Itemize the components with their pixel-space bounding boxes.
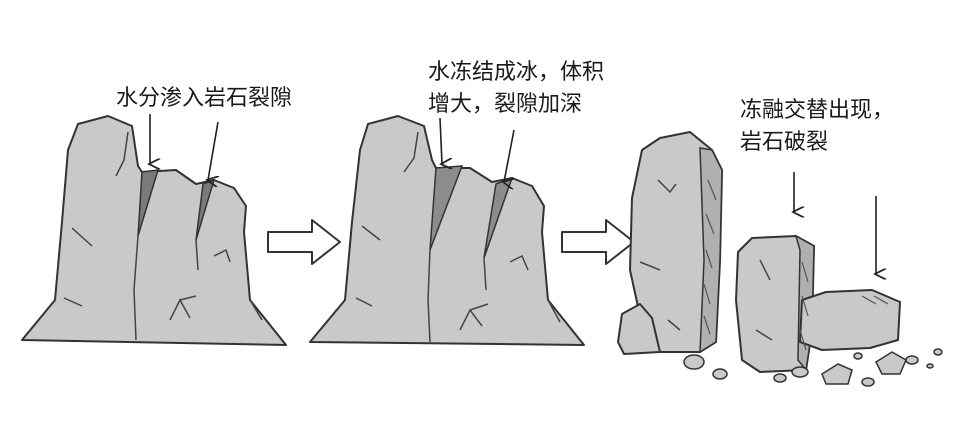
rock-stage-1	[21, 115, 287, 346]
crack-lines-2	[355, 131, 561, 343]
pointer-arrow-2b	[504, 129, 514, 182]
pointer-arrow-2a	[440, 117, 442, 164]
pointer-arrow-1b	[208, 121, 218, 180]
caption-stage-1: 水分渗入岩石裂隙	[116, 86, 293, 111]
rock-stage-2	[309, 115, 585, 346]
caption-stage-3-line-2: 岩石破裂	[740, 130, 829, 155]
caption-stage-2-line-1: 水冻结成冰，体积	[428, 60, 605, 85]
crack-lines-1	[63, 131, 263, 341]
crack-lines-3	[639, 179, 773, 341]
caption-stage-3-line-1: 冻融交替出现，	[740, 98, 895, 123]
caption-stage-2-line-2: 增大，裂隙加深	[428, 92, 583, 117]
process-arrow-2	[561, 219, 635, 265]
rock-hatching	[703, 179, 889, 351]
rock-stage-3	[617, 131, 943, 387]
water-crack-left	[137, 169, 160, 237]
broken-fragment-left	[617, 303, 661, 355]
process-arrow-1	[267, 219, 341, 265]
debris-pebbles	[683, 348, 943, 387]
broken-block-low	[799, 289, 901, 351]
